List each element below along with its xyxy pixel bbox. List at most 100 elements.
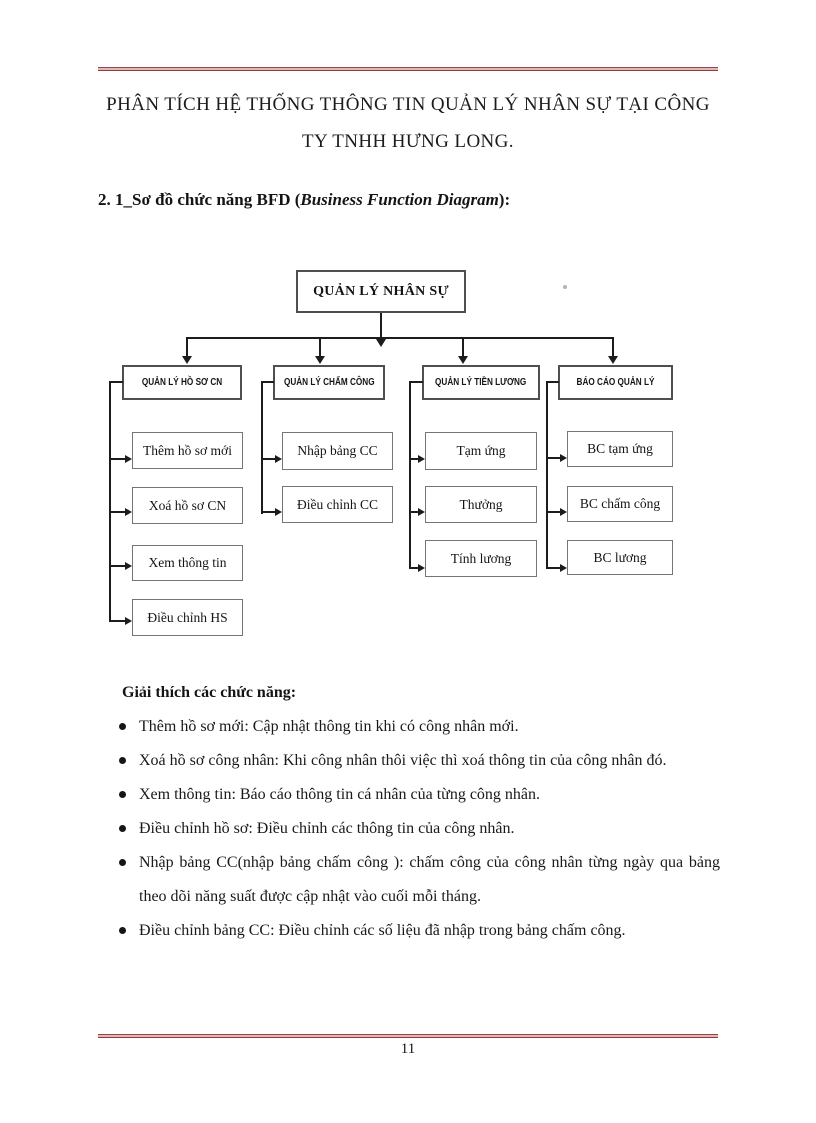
connector-line (186, 337, 614, 339)
connector-line (462, 339, 464, 357)
diagram-header-label: BÁO CÁO QUẢN LÝ (576, 377, 655, 388)
diagram-item-box: Điều chỉnh HS (132, 599, 243, 636)
list-item-text: Xoá hồ sơ công nhân: Khi công nhân thôi … (139, 752, 667, 769)
connector-line (109, 565, 125, 567)
connector-line (319, 339, 321, 357)
diagram-header-box-tienluong: QUẢN LÝ TIỀN LƯƠNG (422, 365, 540, 400)
list-item: Xoá hồ sơ công nhân: Khi công nhân thôi … (98, 744, 720, 778)
diagram-header-label: QUẢN LÝ CHẤM CÔNG (283, 377, 375, 388)
list-item-text: Điều chỉnh bảng CC: Điều chỉnh các số li… (139, 922, 626, 939)
arrow-down-icon (458, 356, 468, 364)
list-item-text: Xem thông tin: Báo cáo thông tin cá nhân… (139, 786, 541, 803)
list-item-text: Thêm hồ sơ mới: Cập nhật thông tin khi c… (139, 718, 519, 735)
connector-line (186, 339, 188, 357)
section-heading-prefix: 2. 1_Sơ đồ chức năng BFD ( (98, 190, 301, 209)
list-item: Nhập bảng CC(nhập bảng chấm công ): chấm… (98, 846, 720, 914)
connector-line (109, 511, 125, 513)
arrow-down-icon (315, 356, 325, 364)
arrow-right-icon (560, 508, 567, 516)
bullet-icon (119, 859, 126, 866)
page-title-line1: PHÂN TÍCH HỆ THỐNG THÔNG TIN QUẢN LÝ NHÂ… (106, 94, 710, 115)
diagram-header-box-chamcong: QUẢN LÝ CHẤM CÔNG (273, 365, 385, 400)
arrow-down-icon (182, 356, 192, 364)
diagram-item-box: BC tạm ứng (567, 431, 673, 467)
diagram-item-label: Thêm hồ sơ mới (143, 442, 232, 458)
list-item-text: Điều chỉnh hồ sơ: Điều chỉnh các thông t… (139, 820, 515, 837)
connector-line (261, 381, 263, 514)
diagram-item-label: BC lương (593, 549, 647, 565)
diagram-header-label: QUẢN LÝ TIỀN LƯƠNG (435, 377, 527, 388)
diagram-item-box: Tính lương (425, 540, 537, 577)
diagram-root-box: QUẢN LÝ NHÂN SỰ (296, 270, 466, 313)
connector-line (109, 620, 125, 622)
diagram-item-label: Tạm ứng (456, 443, 506, 458)
list-item: Điều chỉnh hồ sơ: Điều chỉnh các thông t… (98, 812, 720, 846)
connector-line (261, 511, 275, 513)
connector-line (261, 458, 275, 460)
connector-line (409, 511, 418, 513)
page-bottom-rule (98, 1034, 718, 1038)
diagram-item-label: BC chấm công (579, 496, 661, 511)
diagram-item-box: Xem thông tin (132, 545, 243, 581)
connector-line (409, 381, 411, 569)
bullet-icon (119, 927, 126, 934)
diagram-item-label: Điều chỉnh HS (147, 609, 228, 625)
section-heading: 2. 1_Sơ đồ chức năng BFD (Business Funct… (98, 190, 510, 210)
diagram-item-label: Tính lương (450, 550, 512, 566)
connector-line (546, 457, 560, 459)
diagram-item-box: Thưởng (425, 486, 537, 523)
connector-line (380, 313, 382, 338)
arrow-right-icon (125, 562, 132, 570)
diagram-header-label: QUẢN LÝ HỒ SƠ CN (141, 377, 223, 388)
arrow-right-icon (560, 454, 567, 462)
connector-line (109, 381, 123, 383)
diagram-item-box: Tạm ứng (425, 432, 537, 470)
diagram-root-label: QUẢN LÝ NHÂN SỰ (313, 283, 449, 299)
connector-line (546, 567, 560, 569)
diagram-item-label: Nhập bảng CC (297, 443, 378, 458)
list-item: Thêm hồ sơ mới: Cập nhật thông tin khi c… (98, 710, 720, 744)
section-heading-suffix: ): (498, 190, 511, 209)
section-heading-italic: Business Function Diagram (300, 190, 499, 209)
list-item-text: Nhập bảng CC(nhập bảng chấm công ): chấm… (139, 854, 720, 905)
arrow-right-icon (125, 617, 132, 625)
connector-line (261, 381, 274, 383)
diagram-item-label: Xoá hồ sơ CN (148, 497, 227, 513)
diagram-item-label: Xem thông tin (148, 555, 227, 570)
bullet-icon (119, 757, 126, 764)
bullet-icon (119, 723, 126, 730)
arrow-right-icon (418, 455, 425, 463)
bfd-diagram: QUẢN LÝ NHÂN SỰ QUẢN LÝ HỒ SƠ CN QUẢN LÝ… (0, 265, 816, 665)
explanation-list: Thêm hồ sơ mới: Cập nhật thông tin khi c… (98, 710, 720, 948)
diagram-item-box: Nhập bảng CC (282, 432, 393, 470)
arrow-right-icon (418, 508, 425, 516)
bullet-icon (119, 791, 126, 798)
diagram-header-box-baocao: BÁO CÁO QUẢN LÝ (558, 365, 673, 400)
arrow-right-icon (418, 564, 425, 572)
page-top-rule (98, 67, 718, 71)
arrow-down-icon (376, 339, 386, 347)
connector-line (409, 458, 418, 460)
connector-line (409, 381, 423, 383)
page-title-line2: TY TNHH HƯNG LONG. (302, 131, 514, 152)
arrow-down-icon (608, 356, 618, 364)
connector-line (109, 381, 111, 622)
arrow-right-icon (125, 455, 132, 463)
diagram-item-box: Thêm hồ sơ mới (132, 432, 243, 469)
diagram-item-label: Điều chỉnh CC (297, 496, 378, 512)
connector-line (546, 381, 559, 383)
arrow-right-icon (275, 455, 282, 463)
diagram-item-box: Điều chỉnh CC (282, 486, 393, 523)
list-item: Xem thông tin: Báo cáo thông tin cá nhân… (98, 778, 720, 812)
explanation-heading: Giải thích các chức năng: (122, 684, 297, 701)
diagram-item-label: Thưởng (459, 496, 503, 512)
arrow-right-icon (560, 564, 567, 572)
connector-line (409, 567, 418, 569)
diagram-item-box: BC chấm công (567, 486, 673, 522)
page-number: 11 (400, 1041, 416, 1057)
diagram-item-box: Xoá hồ sơ CN (132, 487, 243, 524)
connector-line (546, 381, 548, 569)
bullet-icon (119, 825, 126, 832)
arrow-right-icon (125, 508, 132, 516)
